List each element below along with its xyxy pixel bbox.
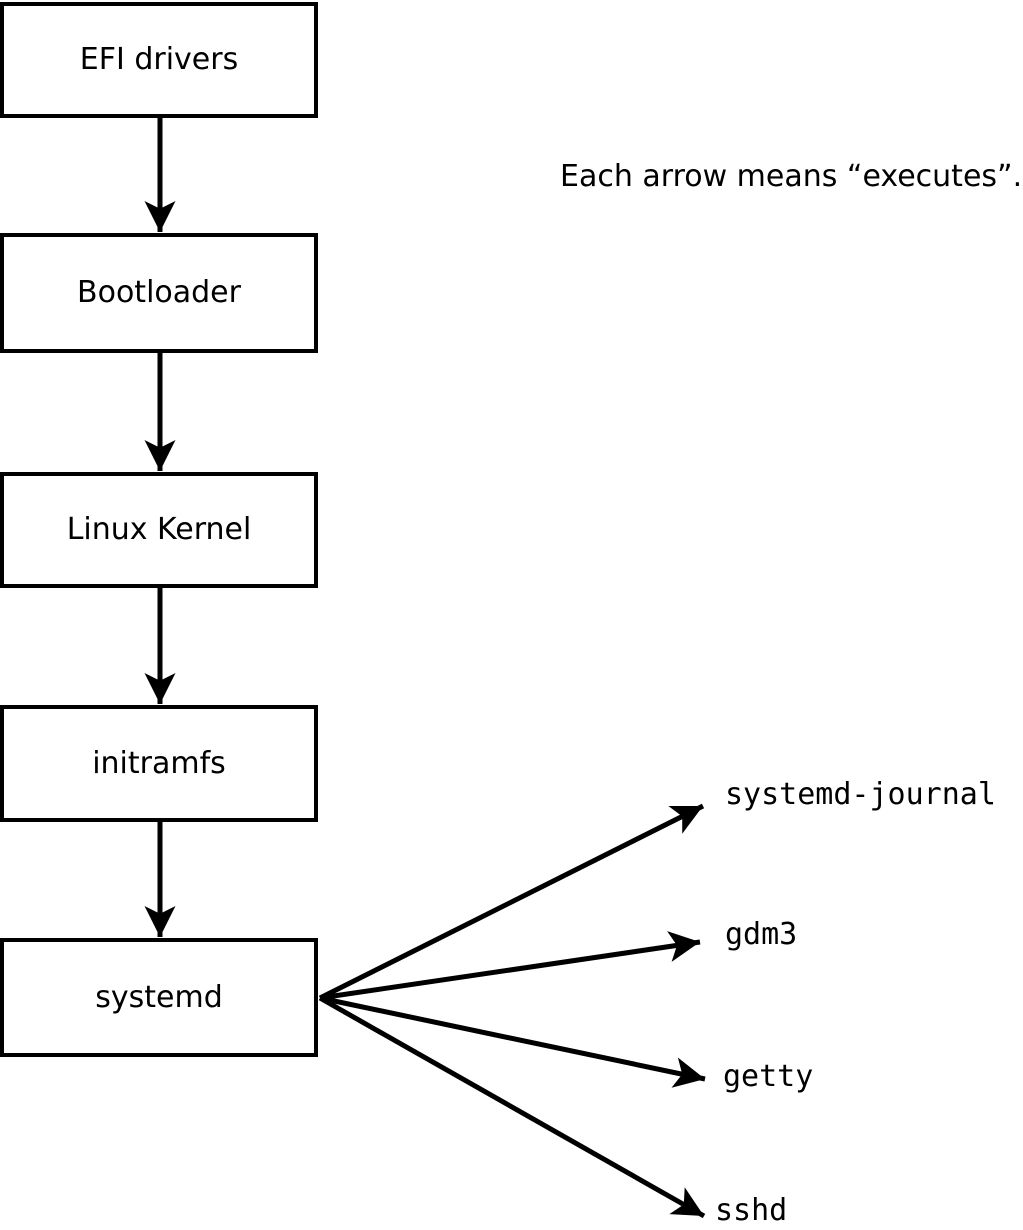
flow-box-initramfs: initramfs <box>0 705 318 822</box>
flow-box-label: Bootloader <box>77 275 241 310</box>
flow-box-efi-drivers: EFI drivers <box>0 2 318 118</box>
process-label-gdm3: gdm3 <box>725 917 798 952</box>
process-label-getty: getty <box>723 1059 814 1094</box>
arrow-meaning-caption: Each arrow means “executes”. <box>560 159 1023 194</box>
arrow-systemd-to-gdm3 <box>319 931 701 1001</box>
process-label-systemd-journal: systemd-journal <box>725 777 996 812</box>
process-label-sshd: sshd <box>715 1193 788 1228</box>
arrow-systemd-to-getty <box>319 995 706 1088</box>
flow-box-label: Linux Kernel <box>66 512 252 547</box>
flow-box-systemd: systemd <box>0 938 318 1057</box>
flow-box-linux-kernel: Linux Kernel <box>0 472 318 588</box>
flow-box-label: initramfs <box>92 745 226 781</box>
flow-box-label: systemd <box>95 979 223 1015</box>
flow-box-label: EFI drivers <box>79 42 239 77</box>
arrow-systemd-to-sshd <box>318 995 706 1219</box>
arrow-systemd-to-systemd-journal <box>318 803 705 1001</box>
flow-box-bootloader: Bootloader <box>0 233 318 353</box>
